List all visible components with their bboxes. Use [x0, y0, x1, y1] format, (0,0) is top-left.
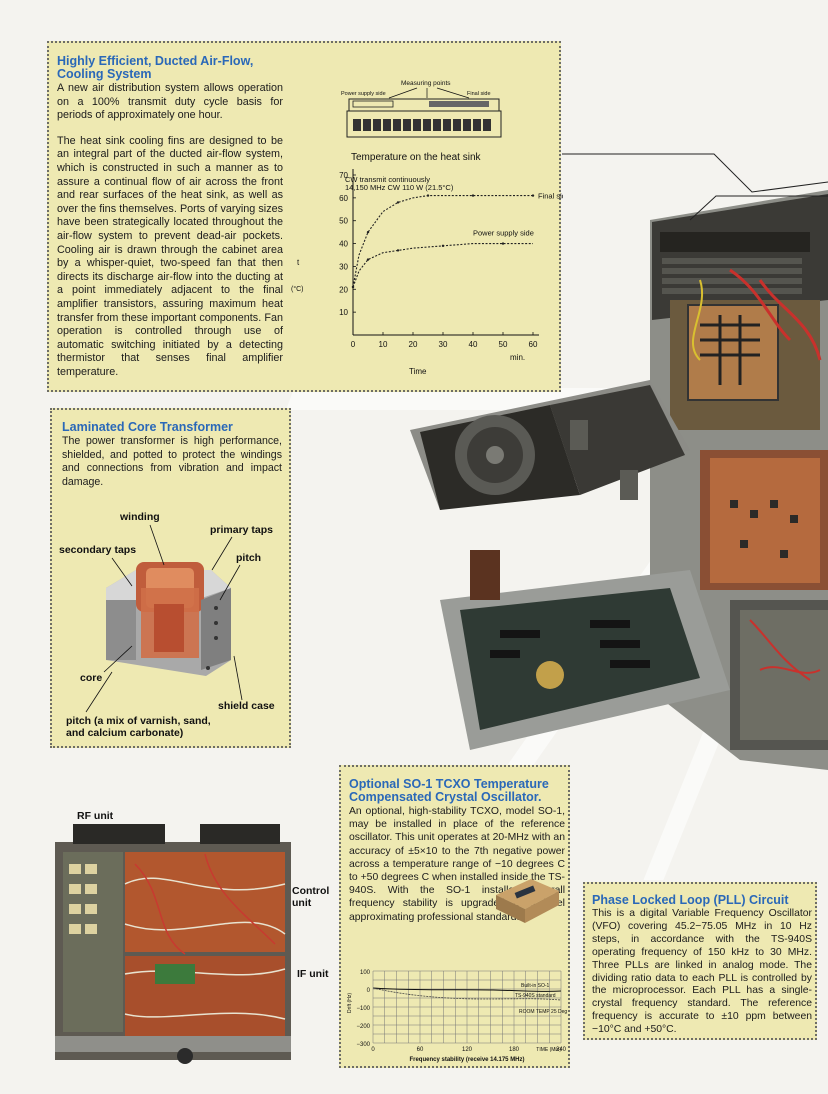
cooling-paragraph-2: The heat sink cooling fins are designed … — [57, 134, 283, 378]
label-pitch-note: pitch (a mix of varnish, sand, and calci… — [66, 715, 211, 739]
radio-top-view-photo — [55, 824, 291, 1064]
series-line-final-side — [352, 195, 533, 288]
mini-xunit: TIME (Min) — [536, 1047, 561, 1053]
chart-annotation-line-2: 14,150 MHz CW 110 W (21.5°C) — [345, 183, 454, 192]
x-tick-label: 0 — [351, 340, 356, 349]
mini-x-tick-label: 240 — [556, 1047, 567, 1053]
mini-x-tick-label: 0 — [371, 1047, 375, 1053]
y-tick-label: 50 — [339, 217, 348, 226]
label-shield-case: shield case — [218, 700, 275, 712]
chart-annotation-line-1: CW transmit continuously — [345, 175, 430, 184]
x-tick-label: 60 — [529, 340, 538, 349]
transformer-callout: Laminated Core Transformer The power tra… — [50, 408, 291, 748]
chart-ylabel: t — [297, 258, 300, 267]
cooling-callout: Highly Efficient, Ducted Air-Flow, Cooli… — [47, 41, 563, 392]
exploded-radio-photo — [410, 190, 828, 770]
power-supply-side-label: Power supply side — [341, 91, 386, 97]
cooling-title: Highly Efficient, Ducted Air-Flow, Cooli… — [57, 54, 254, 81]
y-tick-label: 60 — [339, 194, 348, 203]
series-point — [396, 249, 400, 252]
series-label: Power supply side — [473, 229, 534, 238]
series-point — [351, 285, 355, 289]
series-point — [396, 201, 400, 204]
tcxo-title: Optional SO-1 TCXO Temperature Compensat… — [349, 777, 549, 804]
mini-y-tick-label: −200 — [356, 1024, 370, 1030]
chart-xunit: min. — [510, 353, 525, 362]
y-tick-label: 70 — [339, 171, 348, 180]
chart-yunit: (°C) — [291, 285, 304, 293]
label-pitch: pitch — [236, 552, 262, 564]
label-primary-taps: primary taps — [210, 524, 274, 536]
y-tick-label: 40 — [339, 240, 348, 249]
mini-note: TS-940S standard — [515, 993, 556, 999]
pll-callout: Phase Locked Loop (PLL) Circuit This is … — [583, 882, 817, 1040]
so1-module-photo — [496, 879, 559, 923]
control-unit-label: Control unit — [292, 885, 330, 909]
series-point — [426, 194, 430, 197]
mini-y-tick-label: 0 — [367, 988, 371, 994]
mini-x-tick-label: 60 — [417, 1047, 424, 1053]
temperature-chart: Temperature on the heat sink CW transmit… — [291, 152, 563, 376]
mini-y-tick-label: −300 — [356, 1042, 370, 1048]
x-tick-label: 50 — [499, 340, 508, 349]
series-point — [441, 244, 445, 248]
tcxo-text: An optional, high-stability TCXO, model … — [349, 806, 565, 923]
mini-note: ROOM TEMP 25 Deg C — [519, 1009, 568, 1015]
y-tick-label: 20 — [339, 285, 348, 294]
label-winding: winding — [120, 511, 160, 523]
chart-xlabel: Time — [409, 367, 427, 376]
mini-ylabel: Drift (Hz) — [347, 993, 353, 1013]
x-tick-label: 30 — [439, 340, 448, 349]
final-side-label: Final side — [467, 91, 491, 97]
x-tick-label: 20 — [409, 340, 418, 349]
mini-note: Built-in SO-1 — [521, 983, 550, 989]
rf-unit-label: RF unit — [77, 810, 114, 822]
tcxo-callout: Optional SO-1 TCXO Temperature Compensat… — [339, 765, 570, 1068]
series-point — [366, 258, 370, 261]
x-tick-label: 10 — [379, 340, 388, 349]
transformer-leaders — [85, 524, 243, 713]
transformer-illustration — [106, 562, 231, 676]
series-point — [531, 194, 535, 197]
pll-text: This is a digital Variable Frequency Osc… — [592, 908, 812, 1036]
mini-x-tick-label: 180 — [509, 1047, 520, 1053]
transformer-title: Laminated Core Transformer — [62, 420, 233, 434]
y-tick-label: 10 — [339, 308, 348, 317]
mini-series-line — [372, 987, 562, 992]
mini-x-tick-label: 120 — [462, 1047, 473, 1053]
series-label: Final side — [538, 192, 563, 201]
mini-y-tick-label: −100 — [356, 1006, 370, 1012]
cooling-paragraph-1: A new air distribution system allows ope… — [57, 82, 283, 122]
transformer-text: The power transformer is high performanc… — [62, 435, 282, 488]
mini-y-tick-label: 100 — [360, 970, 371, 976]
if-unit-label: IF unit — [297, 968, 329, 980]
chart-title: Temperature on the heat sink — [351, 152, 482, 163]
mini-xlabel: Frequency stability (receive 14.175 MHz) — [409, 1057, 524, 1063]
chart-annotation: CW transmit continuously 14,150 MHz CW 1… — [345, 175, 454, 192]
x-tick-label: 40 — [469, 340, 478, 349]
series-point — [366, 230, 370, 234]
label-core: core — [80, 672, 103, 684]
measuring-points-label: Measuring points — [401, 80, 451, 87]
mini-series-line — [372, 987, 562, 1001]
label-secondary-taps: secondary taps — [59, 544, 137, 556]
series-point — [501, 242, 505, 245]
pll-title: Phase Locked Loop (PLL) Circuit — [592, 893, 789, 907]
series-point — [471, 194, 475, 197]
heat-sink-diagram: Measuring points Power supply side Final… — [341, 80, 502, 138]
series-line-power-supply-side — [352, 243, 533, 288]
y-tick-label: 30 — [339, 262, 348, 271]
